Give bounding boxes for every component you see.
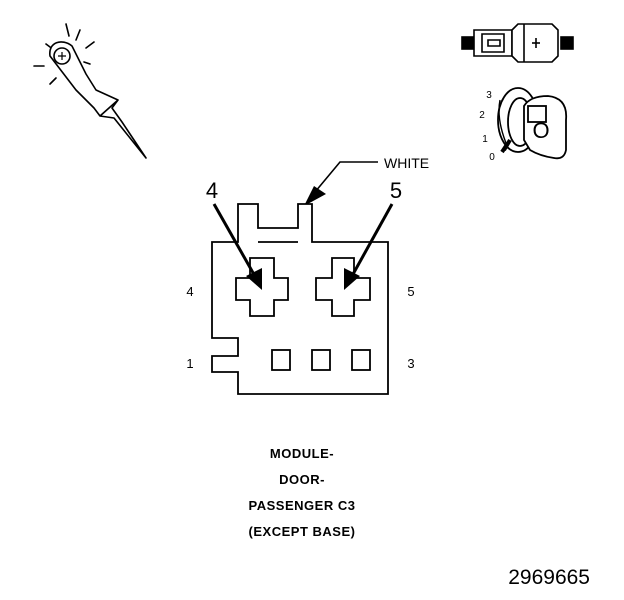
- key-position-2: 2: [479, 110, 485, 121]
- callout-label-5: 5: [390, 178, 402, 203]
- wire-color-label: WHITE: [384, 155, 429, 171]
- callout-label-4: 4: [206, 178, 218, 203]
- white-wire-leader: [304, 161, 378, 206]
- pin-label-3: 3: [407, 356, 414, 371]
- key-label: O: [532, 118, 549, 143]
- cavity-2: [311, 349, 331, 371]
- key-position-0: 0: [489, 152, 495, 163]
- caption-line-3: PASSENGER C3: [248, 498, 356, 513]
- caption-line-2: DOOR-: [279, 472, 325, 487]
- cavity-1: [271, 349, 291, 371]
- figure-number: 2969665: [508, 566, 590, 589]
- cavity-3: [351, 349, 371, 371]
- callout-arrow-4: [212, 203, 262, 290]
- key-position-1: 1: [482, 134, 488, 145]
- pin-label-1: 1: [186, 356, 193, 371]
- callout-arrow-5: [344, 203, 394, 290]
- pin-label-4: 4: [186, 284, 193, 299]
- pin-label-5: 5: [407, 284, 414, 299]
- connector-plug-icon: [461, 23, 574, 63]
- caption-line-4: (EXCEPT BASE): [248, 524, 356, 539]
- caption-line-1: MODULE-: [269, 446, 335, 461]
- connector-body: [211, 203, 389, 395]
- key-position-3: 3: [486, 90, 492, 101]
- ignition-key-icon: [497, 87, 568, 160]
- test-probe-icon: [33, 23, 147, 159]
